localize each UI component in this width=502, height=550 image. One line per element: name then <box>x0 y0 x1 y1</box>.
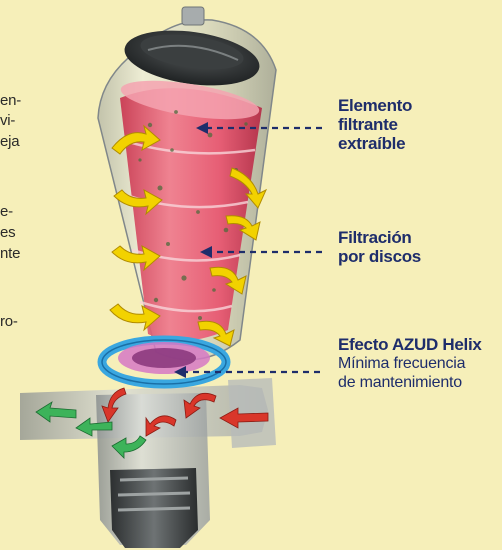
callout-efecto-azud-helix: Efecto AZUD Helix Mínima frecuencia de m… <box>338 335 482 392</box>
body-text-fragment: ro- <box>0 313 18 330</box>
callout-title: Efecto AZUD Helix <box>338 335 482 354</box>
callout-arrowheads <box>174 122 212 378</box>
callout-elemento-filtrante: Elemento filtrante extraíble <box>338 96 412 153</box>
callout-line: por discos <box>338 247 421 266</box>
body-text-fragment: eja <box>0 133 20 150</box>
body-text-fragment: e- <box>0 203 13 220</box>
inlet-flow-arrows <box>101 387 269 437</box>
callout-filtracion-discos: Filtración por discos <box>338 228 421 266</box>
callout-line: Elemento <box>338 96 413 115</box>
callout-line: Mínima frecuencia <box>338 355 466 372</box>
top-cap <box>124 6 260 86</box>
callout-line: de mantenimiento <box>338 374 462 391</box>
flow-arrows <box>109 124 268 347</box>
body-text-fragment: es <box>0 224 16 241</box>
outlet-flow-arrows <box>35 401 147 459</box>
callout-line: filtrante <box>338 115 398 134</box>
callout-line: extraíble <box>338 134 406 153</box>
callout-line: Filtración <box>338 228 412 247</box>
body-text-fragment: vi- <box>0 112 16 129</box>
filter-base <box>20 378 276 548</box>
helix-ring <box>97 335 231 389</box>
body-text-fragment: nte <box>0 245 21 262</box>
callout-leaders <box>186 126 322 374</box>
body-text-fragment: en- <box>0 92 22 109</box>
